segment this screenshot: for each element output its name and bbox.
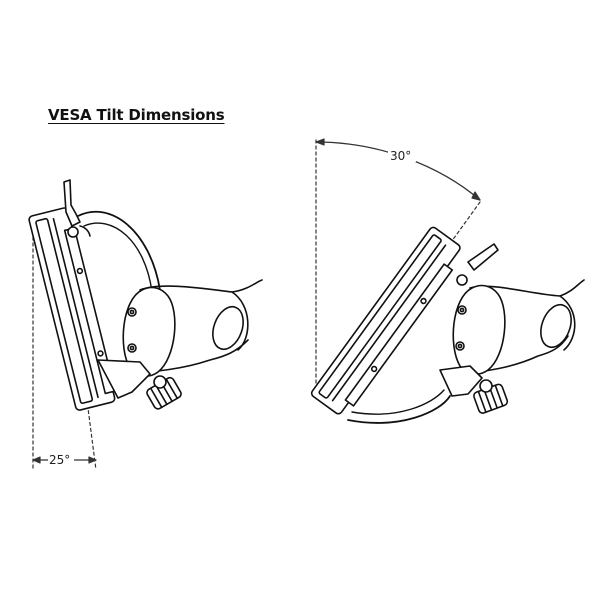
left-knob-hub: [153, 375, 167, 389]
right-arm-joint-cap: [452, 284, 506, 375]
left-arrowhead-right: [88, 456, 97, 464]
right-mount-view: 30°: [310, 138, 585, 424]
right-top-latch: [467, 243, 499, 271]
left-monitor: [28, 207, 116, 411]
left-tilt-arc-inner: [83, 222, 153, 293]
left-latch-pin: [67, 226, 79, 238]
left-plate-screw-top: [76, 267, 84, 275]
right-arrowhead-end: [471, 191, 481, 201]
left-label-backdrop: [48, 451, 74, 467]
left-monitor-face: [35, 217, 94, 405]
right-latch-pin: [456, 274, 468, 286]
left-plate-screw-bottom: [97, 350, 104, 357]
right-arm-joint-socket: [540, 303, 572, 349]
right-joint-screw-lower-core: [457, 343, 463, 349]
right-arm-end-curve: [559, 295, 576, 351]
left-mount-view: 25°: [28, 179, 263, 471]
left-joint-screw-upper: [127, 307, 137, 317]
left-joint-screw-lower: [127, 343, 137, 353]
left-arrowhead-left: [32, 456, 41, 464]
right-angle-label: 30°: [390, 149, 411, 163]
left-arm-end-curve: [231, 291, 249, 351]
right-plate-screw-top: [420, 297, 427, 305]
right-arrowhead-start: [315, 138, 325, 146]
left-monitor-edge: [52, 217, 99, 399]
left-angle-label: 25°: [49, 453, 70, 467]
left-lower-bracket: [97, 359, 151, 399]
right-lower-bracket: [439, 365, 483, 397]
right-knob-hub: [479, 379, 493, 393]
left-top-latch: [63, 179, 81, 227]
right-monitor-face: [318, 234, 442, 399]
diagram-title: VESA Tilt Dimensions: [48, 106, 225, 124]
left-arm-joint-socket: [212, 305, 244, 351]
right-tilt-arc-inner: [351, 389, 445, 415]
right-tilt-arc: [347, 395, 451, 424]
left-joint-screw-upper-core: [129, 309, 135, 315]
right-joint-screw-lower: [455, 341, 465, 351]
right-label-backdrop: [388, 146, 416, 162]
left-joint-screw-lower-core: [129, 345, 135, 351]
right-joint-screw-upper-core: [459, 307, 465, 313]
right-monitor-edge: [331, 244, 447, 402]
left-tilt-arc: [77, 210, 161, 291]
right-joint-screw-upper: [457, 305, 467, 315]
right-monitor: [310, 226, 461, 415]
left-latch-hook: [79, 225, 91, 237]
right-plate-screw-bottom: [370, 365, 378, 373]
